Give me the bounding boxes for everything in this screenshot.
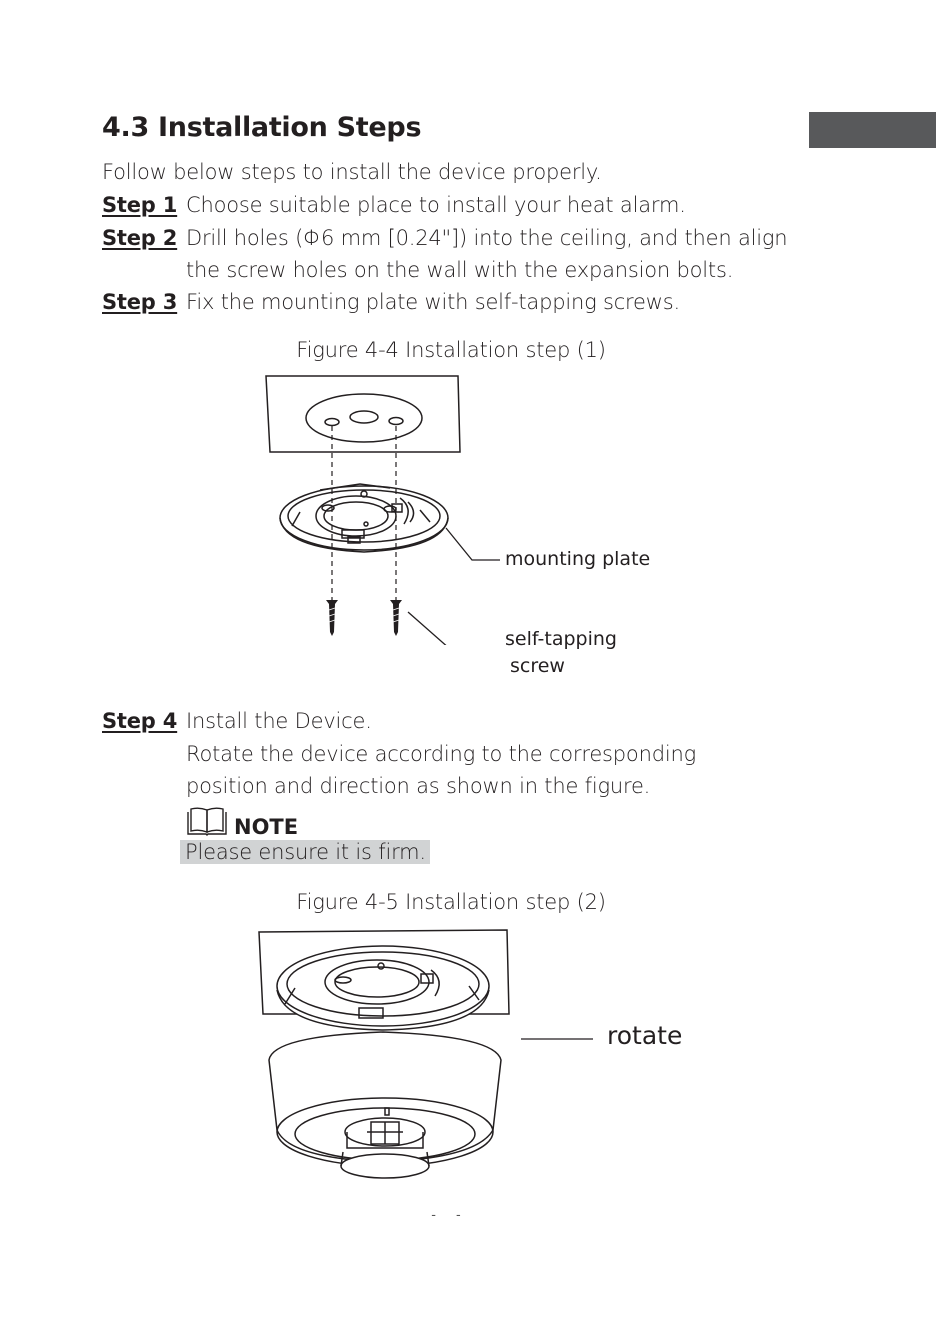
figure-caption: Figure 4-5 Installation step (2) bbox=[296, 890, 606, 914]
installation-step-1-illustration bbox=[265, 375, 500, 645]
mounting-plate bbox=[276, 945, 490, 1031]
rotate-label: rotate bbox=[607, 1021, 683, 1050]
step-2: Step 2 Drill holes (Φ6 mm [0.24"]) into t… bbox=[102, 226, 788, 250]
mounting-plate bbox=[279, 483, 449, 553]
self-tapping-label: self-tapping bbox=[505, 628, 617, 650]
step-3: Step 3 Fix the mounting plate with self-t… bbox=[102, 290, 680, 314]
note-label: NOTE bbox=[234, 815, 299, 839]
self-tapping-screws bbox=[326, 600, 402, 636]
step-text: Drill holes (Φ6 mm [0.24"]) into the cei… bbox=[186, 226, 788, 250]
ceiling-panel bbox=[265, 375, 461, 453]
installation-step-2-illustration bbox=[258, 929, 593, 1179]
intro-text: Follow below steps to install the device… bbox=[102, 160, 602, 184]
figure-caption: Figure 4-4 Installation step (1) bbox=[296, 338, 606, 362]
section-title: 4.3 Installation Steps bbox=[102, 112, 422, 143]
step-text: Fix the mounting plate with self-tapping… bbox=[186, 290, 680, 314]
step-4: Step 4 Install the Device. bbox=[102, 709, 372, 733]
book-icon bbox=[187, 807, 227, 836]
screw-label: screw bbox=[510, 655, 565, 677]
step-text: Install the Device. bbox=[186, 709, 372, 733]
page-number: - - bbox=[431, 1208, 469, 1223]
step-label: Step 1 bbox=[102, 193, 178, 217]
step-label: Step 4 bbox=[102, 709, 178, 733]
mounting-plate-label: mounting plate bbox=[505, 548, 651, 570]
step-text: Choose suitable place to install your he… bbox=[186, 193, 686, 217]
step-label: Step 2 bbox=[102, 226, 178, 250]
step-1: Step 1 Choose suitable place to install y… bbox=[102, 193, 686, 217]
heat-alarm-device bbox=[268, 1031, 502, 1179]
step-label: Step 3 bbox=[102, 290, 178, 314]
step-2-continuation: the screw holes on the wall with the exp… bbox=[186, 258, 734, 282]
ceiling-panel bbox=[258, 929, 510, 1015]
step-4-line-3: position and direction as shown in the f… bbox=[186, 774, 651, 798]
step-4-line-2: Rotate the device according to the corre… bbox=[186, 742, 696, 766]
chapter-tab-marker bbox=[809, 112, 936, 148]
ceiling-mount-ring bbox=[305, 393, 423, 443]
note-text: Please ensure it is firm. bbox=[180, 840, 430, 864]
